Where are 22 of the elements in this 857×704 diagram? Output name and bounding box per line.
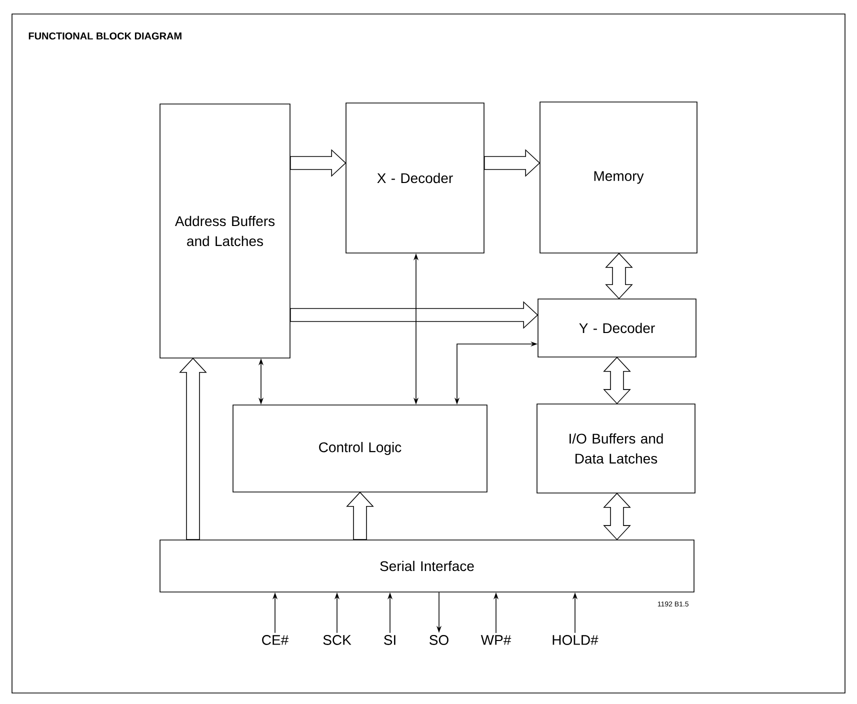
block-box: Control Logic: [232, 404, 488, 492]
block-box: X - Decoder: [346, 102, 484, 254]
bus-arrow: [605, 252, 633, 300]
bus-arrow: [290, 149, 346, 177]
block-box: Serial Interface: [160, 540, 694, 592]
diagram-title: FUNCTIONAL BLOCK DIAGRAM: [28, 32, 182, 40]
pin-label: SI: [384, 635, 396, 645]
bus-arrow: [179, 358, 207, 540]
pin-label: SO: [430, 635, 448, 645]
bus-arrow: [346, 492, 374, 540]
bus-arrow: [603, 492, 631, 540]
block-box: I/O Buffers and Data Latches: [536, 404, 696, 494]
bus-arrow: [484, 149, 540, 177]
block-box: Address Buffers and Latches: [160, 104, 290, 358]
pin-label: CE#: [262, 635, 289, 645]
bus-arrow: [603, 356, 631, 404]
block-box: Y - Decoder: [538, 298, 696, 358]
pin-label: HOLD#: [552, 635, 598, 645]
pin-label: WP#: [480, 635, 512, 645]
bus-arrow: [290, 301, 538, 329]
block-box: Memory: [540, 102, 698, 254]
pin-label: SCK: [323, 635, 352, 645]
